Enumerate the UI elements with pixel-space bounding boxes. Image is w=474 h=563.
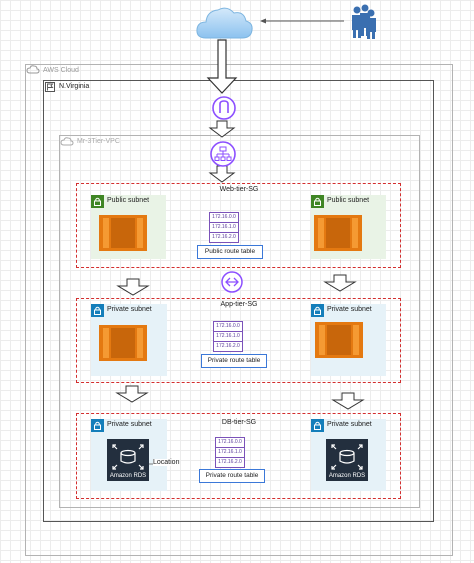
- region-label: N.Virginia: [59, 83, 90, 90]
- rds-left-label: Amazon RDS: [109, 473, 147, 479]
- web-route-table: Public route table: [197, 245, 263, 259]
- app-route-table: Private route table: [201, 354, 267, 368]
- vpc-cloud-icon: [60, 137, 74, 146]
- db-subnet-left-label: Private subnet: [107, 421, 152, 428]
- rds-icon: [112, 444, 144, 470]
- lock-icon: [311, 419, 324, 432]
- lock-icon: [91, 304, 104, 317]
- vpc-label: Mr-3Tier-VPC: [77, 138, 120, 145]
- web-route-entry: 172.16.2.0: [209, 232, 239, 243]
- internet-gateway-icon: [212, 96, 236, 120]
- ec2-instance-icon: [314, 215, 362, 251]
- app-private-subnet-left: Private subnet: [91, 304, 167, 376]
- rds-icon: [331, 444, 363, 470]
- aws-cloud-label: AWS Cloud: [43, 67, 79, 74]
- rds-instance-right: Amazon RDS: [326, 439, 368, 481]
- db-route-table: Private route table: [199, 469, 265, 483]
- ec2-instance-icon: [99, 215, 147, 251]
- app-subnet-left-label: Private subnet: [107, 306, 152, 313]
- cloud-icon: [196, 7, 253, 39]
- region-container: [43, 80, 434, 522]
- ec2-instance-icon: [315, 322, 363, 358]
- web-public-subnet-right: Public subnet: [311, 195, 386, 259]
- aws-cloud-container: [25, 64, 453, 556]
- app-route-entry: 172.16.2.0: [213, 341, 243, 352]
- web-tier-sg: [76, 183, 401, 268]
- lock-icon: [91, 419, 104, 432]
- load-balancer-icon: [210, 141, 236, 167]
- db-tier-sg: [76, 413, 401, 499]
- rds-instance-left: Amazon RDS: [107, 439, 149, 481]
- flow-arrow-web-to-app-left: [116, 278, 150, 296]
- web-subnet-left-label: Public subnet: [107, 197, 150, 204]
- lock-icon: [311, 195, 324, 208]
- db-route-entry: 172.16.2.0: [215, 457, 245, 468]
- aws-cloud-icon: [26, 65, 40, 74]
- app-private-subnet-right: Private subnet: [311, 304, 386, 376]
- incoming-arrow: [260, 18, 344, 24]
- flow-arrow-web-to-app-right: [323, 274, 357, 292]
- load-balancer-icon: [221, 271, 243, 293]
- app-tier-sg-label: App-tier-SG: [220, 301, 258, 308]
- rds-right-label: Amazon RDS: [328, 473, 366, 479]
- rds-connector-label: Location: [153, 459, 180, 466]
- flow-arrow-cloud-to-igw: [206, 39, 238, 94]
- vpc-container: [59, 135, 420, 508]
- lock-icon: [311, 304, 324, 317]
- ec2-instance-icon: [99, 325, 147, 361]
- db-tier-sg-label: DB-tier-SG: [221, 419, 257, 426]
- web-subnet-right-label: Public subnet: [327, 197, 370, 204]
- lock-icon: [91, 195, 104, 208]
- region-flag-icon: [45, 82, 55, 92]
- flow-arrow-app-to-db-left: [115, 385, 149, 403]
- db-subnet-right-label: Private subnet: [327, 421, 372, 428]
- users-icon: [352, 4, 376, 39]
- app-tier-sg: [76, 298, 401, 383]
- app-subnet-right-label: Private subnet: [327, 306, 372, 313]
- web-tier-sg-label: Web-tier-SG: [219, 186, 259, 193]
- flow-arrow-igw-to-elb: [208, 120, 236, 138]
- flow-arrow-elb-to-web: [208, 165, 236, 183]
- web-public-subnet-left: Public subnet: [91, 195, 166, 259]
- flow-arrow-app-to-db-right: [331, 392, 365, 410]
